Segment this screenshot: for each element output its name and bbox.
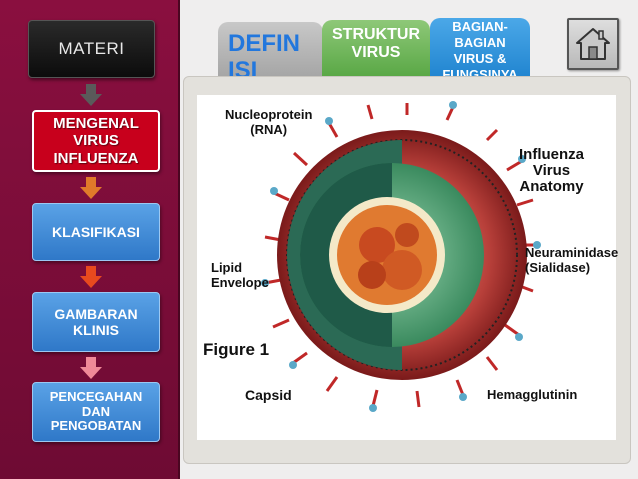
menu-line: PENGOBATAN xyxy=(50,419,142,434)
tab-line: STRUKTUR xyxy=(322,26,430,44)
menu-line: GAMBARAN xyxy=(54,306,137,322)
menu-line: INFLUENZA xyxy=(53,150,139,167)
materi-label: MATERI xyxy=(59,39,125,59)
label-hemagglutinin: Hemagglutinin xyxy=(487,387,577,402)
menu-line: KLINIS xyxy=(54,322,137,338)
sidebar-item-gambaran-klinis[interactable]: GAMBARAN KLINIS xyxy=(32,292,160,352)
figure-title: Influenza Virus Anatomy xyxy=(519,147,584,195)
tab-bagian-bagian-virus[interactable]: BAGIAN- BAGIAN VIRUS & FUNGSINYA xyxy=(430,18,530,80)
sidebar-item-klasifikasi[interactable]: KLASIFIKASI xyxy=(32,203,160,261)
home-button[interactable] xyxy=(567,18,619,70)
label-capsid: Capsid xyxy=(245,387,292,403)
influenza-virus-anatomy-figure: Nucleoprotein (RNA) Influenza Virus Anat… xyxy=(197,95,616,440)
tab-line: ISI xyxy=(228,57,323,76)
label-neuraminidase: Neuraminidase (Sialidase) xyxy=(525,245,618,275)
menu-line: PENCEGAHAN xyxy=(50,390,142,405)
tab-struktur-virus[interactable]: STRUKTUR VIRUS xyxy=(322,20,430,76)
materi-header: MATERI xyxy=(28,20,155,78)
menu-line: KLASIFIKASI xyxy=(52,224,140,240)
down-arrow-icon xyxy=(80,357,102,379)
home-icon xyxy=(575,26,611,62)
tab-line: DEFIN xyxy=(228,30,323,57)
down-arrow-icon xyxy=(80,266,102,288)
down-arrow-icon xyxy=(80,177,102,199)
menu-line: DAN xyxy=(50,405,142,420)
menu-line: MENGENAL xyxy=(53,115,139,132)
menu-line: VIRUS xyxy=(53,132,139,149)
sidebar-item-pencegahan-dan-pengobatan[interactable]: PENCEGAHAN DAN PENGOBATAN xyxy=(32,382,160,442)
tab-line: VIRUS xyxy=(322,44,430,62)
tab-definisi[interactable]: DEFIN ISI xyxy=(218,22,323,76)
tab-line: BAGIAN xyxy=(430,35,530,51)
left-sidebar: MATERI MENGENAL VIRUS INFLUENZA KLASIFIK… xyxy=(0,0,180,479)
down-arrow-icon xyxy=(80,84,102,106)
figure-number: Figure 1 xyxy=(203,340,269,360)
tab-line: BAGIAN- xyxy=(430,19,530,35)
label-lipid-envelope: Lipid Envelope xyxy=(211,260,269,290)
label-nucleoprotein: Nucleoprotein (RNA) xyxy=(225,107,312,137)
sidebar-item-mengenal-virus-influenza[interactable]: MENGENAL VIRUS INFLUENZA xyxy=(32,110,160,172)
tab-line: VIRUS & xyxy=(430,51,530,67)
